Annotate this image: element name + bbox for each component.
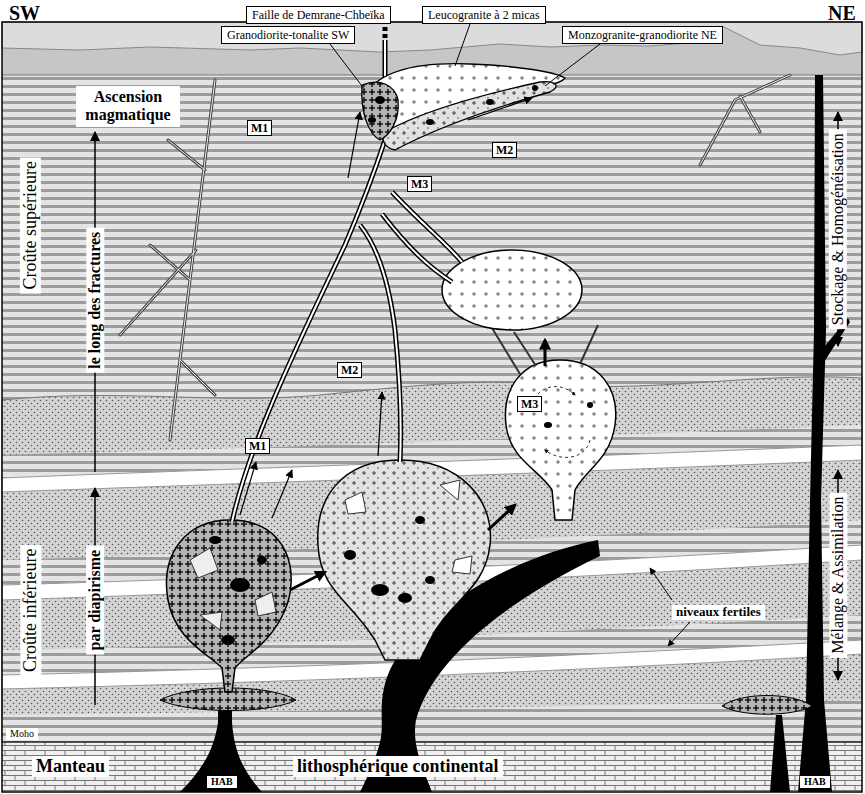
layer-label: lithosphérique continental — [293, 756, 503, 777]
direction-label: SW — [9, 2, 40, 25]
magma-pulse-box: M2 — [337, 362, 362, 378]
process-label: par diapirisme — [86, 546, 104, 655]
node-text: Granodiorite-tonalite SW — [227, 28, 349, 42]
node-text: M3 — [411, 177, 428, 191]
node-text: M1 — [249, 439, 266, 453]
node-text: Leucogranite à 2 micas — [428, 8, 540, 22]
node-text: Monzogranite-granodiorite NE — [568, 28, 717, 42]
layer-label: Croûte inférieure — [20, 545, 41, 676]
rock-label: HAB — [800, 776, 830, 788]
boundary-label: Moho — [6, 728, 38, 740]
node-text: Faille de Demrane-Chbeïka — [252, 8, 385, 22]
magma-pulse-box: M2 — [492, 142, 517, 158]
magma-pulse-box: M3 — [517, 396, 542, 412]
callout-box: Granodiorite-tonalite SW — [221, 26, 355, 44]
node-text: M2 — [496, 143, 513, 157]
process-label: Stockage & Homogénéisation — [829, 129, 847, 329]
callout-box: Faille de Demrane-Chbeïka — [246, 6, 391, 24]
callout-box: Monzogranite-granodiorite NE — [562, 26, 723, 44]
rock-label: HAB — [207, 776, 237, 788]
layer-label: Manteau — [32, 756, 109, 777]
node-text: M1 — [251, 121, 268, 135]
node-text: M2 — [341, 363, 358, 377]
process-label: le long des fractures — [86, 228, 104, 373]
magma-pulse-box: M1 — [245, 438, 270, 454]
magma-pulse-box: M1 — [247, 120, 272, 136]
annotation: niveaux fertiles — [672, 605, 765, 620]
magma-pulse-box: M3 — [407, 176, 432, 192]
direction-label: NE — [828, 2, 856, 25]
layer-label: Croûte supérieure — [20, 157, 41, 293]
node-text: M3 — [521, 397, 538, 411]
callout-box: Leucogranite à 2 micas — [422, 6, 546, 24]
process-label: Mélange & Assimilation — [829, 493, 847, 658]
process-label: Ascension magmatique — [76, 86, 180, 127]
